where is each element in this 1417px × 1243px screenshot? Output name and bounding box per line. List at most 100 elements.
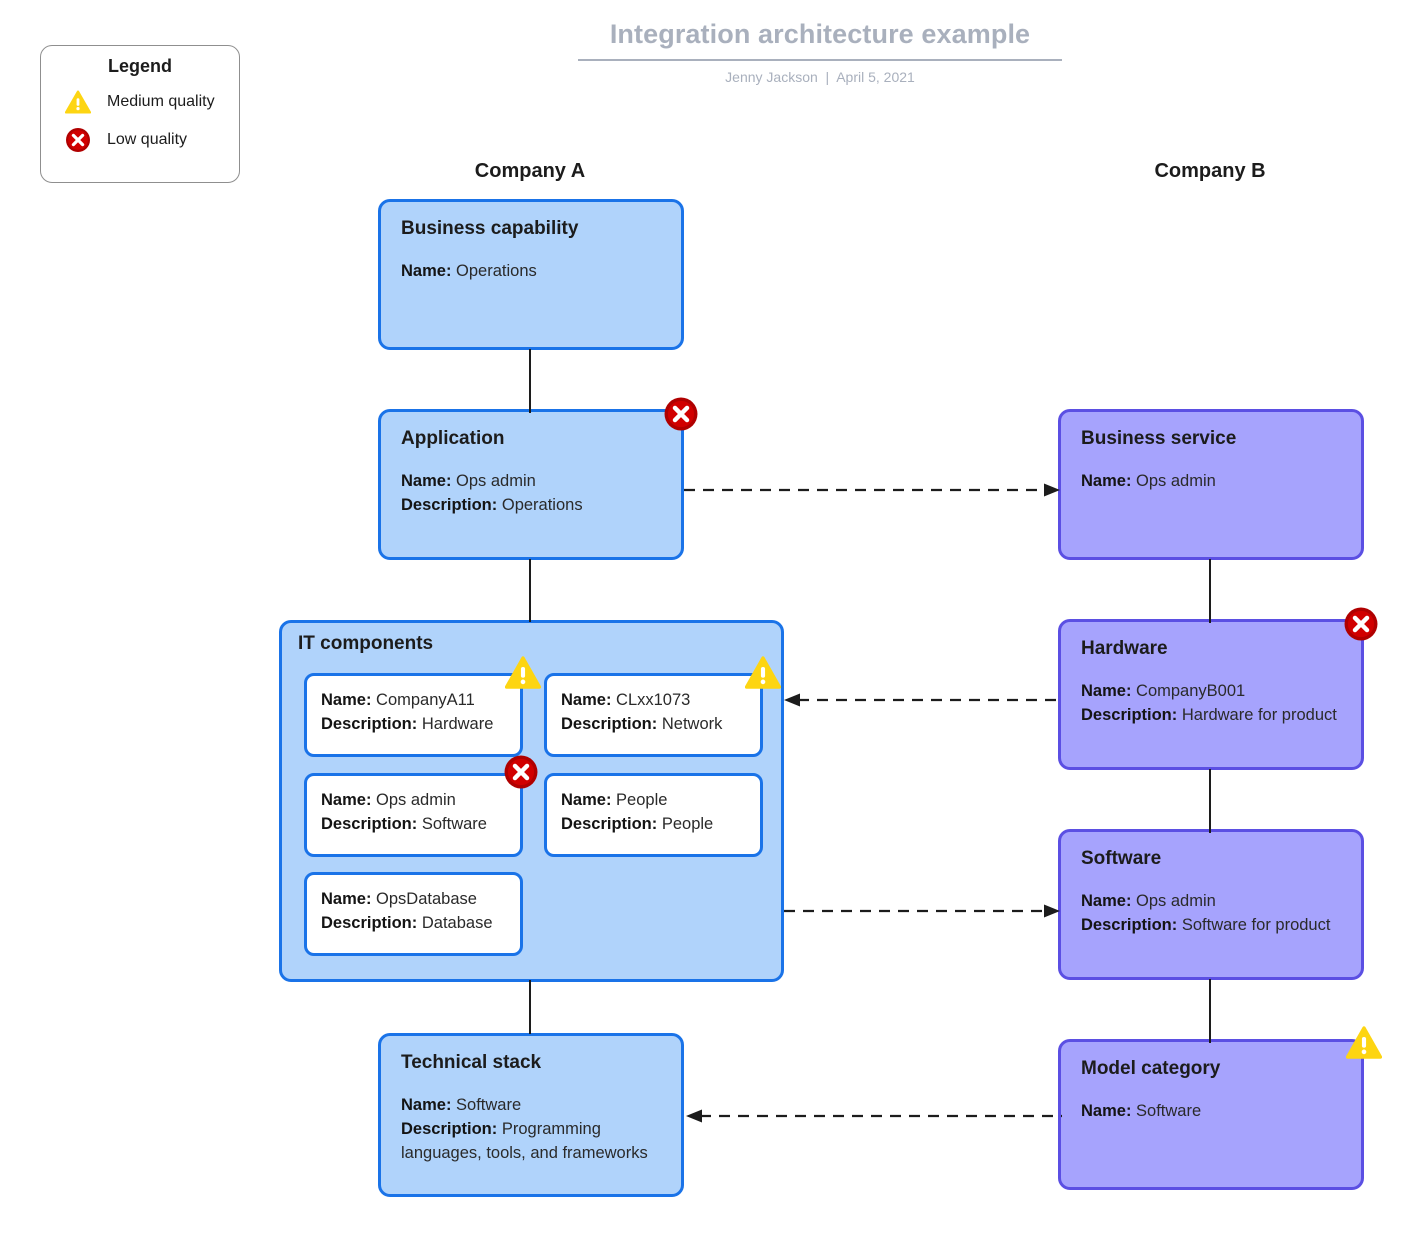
- field-value-description: Database: [421, 913, 493, 932]
- connector-itcomponents-to-techstack: [529, 980, 532, 1034]
- badge-low-quality-it-ops-admin[interactable]: [504, 755, 538, 789]
- it-component-item-opsdatabase[interactable]: Name: OpsDatabase Description: Database: [304, 872, 523, 956]
- it-component-item-companya11[interactable]: Name: CompanyA11 Description: Hardware: [304, 673, 523, 757]
- node-field-description: Description: People: [561, 813, 746, 837]
- field-label-name: Name:: [401, 471, 452, 490]
- field-value-name: CompanyA11: [376, 691, 475, 709]
- field-value-description: Programming languages, tools, and framew…: [401, 1119, 648, 1162]
- arrow-it-components-to-software: [784, 904, 1060, 918]
- connector-hardware-to-software: [1209, 769, 1212, 833]
- page-title: Integration architecture example: [578, 19, 1062, 61]
- node-model-category[interactable]: Model category Name: Software: [1058, 1039, 1364, 1190]
- field-value-name: Ops admin: [376, 791, 456, 809]
- badge-medium-quality-clxx1073[interactable]: [744, 656, 782, 689]
- node-title: Technical stack: [401, 1052, 542, 1073]
- field-value-name: People: [616, 791, 668, 809]
- field-label-description: Description:: [1081, 705, 1178, 724]
- arrow-model-category-to-technical-stack: [686, 1109, 1062, 1123]
- it-component-item-ops-admin[interactable]: Name: Ops admin Description: Software: [304, 773, 523, 857]
- node-field-description: Description: Software for product: [1081, 914, 1341, 938]
- field-label-description: Description:: [321, 814, 418, 833]
- field-label-description: Description:: [321, 913, 418, 932]
- node-it-components[interactable]: IT components Name: CompanyA11 Descripti…: [279, 620, 784, 982]
- column-header-company-a: Company A: [474, 160, 586, 182]
- field-value-name: OpsDatabase: [376, 890, 477, 908]
- node-field-description: Description: Software: [321, 813, 506, 837]
- field-label-name: Name:: [1081, 1101, 1132, 1120]
- field-label-description: Description:: [561, 714, 658, 733]
- field-label-description: Description:: [321, 714, 418, 733]
- document-header: Integration architecture example Jenny J…: [578, 19, 1062, 85]
- node-field-name: Name: Operations: [401, 260, 661, 284]
- connector-software-to-modelcategory: [1209, 979, 1212, 1043]
- field-value-name: CompanyB001: [1136, 681, 1246, 700]
- field-value-name: CLxx1073: [616, 691, 691, 709]
- connector-application-to-itcomponents: [529, 559, 532, 622]
- field-value-description: Software: [421, 814, 487, 833]
- field-label-name: Name:: [401, 261, 452, 280]
- node-field-description: Description: Database: [321, 912, 506, 936]
- node-title: Business capability: [401, 218, 579, 239]
- field-value-name: Ops admin: [1136, 471, 1216, 490]
- arrow-hardware-to-it-components: [784, 693, 1060, 707]
- badge-low-quality-hardware[interactable]: [1344, 607, 1378, 641]
- node-application[interactable]: Application Name: Ops admin Description:…: [378, 409, 684, 560]
- field-label-description: Description:: [1081, 915, 1178, 934]
- field-label-description: Description:: [401, 1119, 498, 1138]
- node-field-name: Name: Software: [401, 1094, 661, 1118]
- node-field-name: Name: Ops admin: [321, 789, 506, 813]
- page-subtitle: Jenny Jackson | April 5, 2021: [725, 68, 915, 85]
- node-title: Application: [401, 428, 505, 449]
- field-label-name: Name:: [401, 1095, 452, 1114]
- node-title: IT components: [298, 633, 434, 654]
- field-label-name: Name:: [321, 691, 372, 709]
- field-label-name: Name:: [321, 791, 372, 809]
- field-label-name: Name:: [321, 890, 372, 908]
- legend-item-label: Medium quality: [107, 93, 215, 110]
- column-header-company-b: Company B: [1154, 160, 1266, 182]
- badge-low-quality-application[interactable]: [664, 397, 698, 431]
- badge-medium-quality-model-category[interactable]: [1345, 1026, 1383, 1059]
- field-label-name: Name:: [1081, 891, 1132, 910]
- error-circle-x-icon: [61, 127, 95, 153]
- node-title: Model category: [1081, 1058, 1221, 1079]
- it-component-item-people[interactable]: Name: People Description: People: [544, 773, 763, 857]
- node-field-name: Name: Ops admin: [1081, 890, 1341, 914]
- legend-title: Legend: [107, 56, 172, 76]
- node-field-description: Description: Hardware: [321, 713, 506, 737]
- node-technical-stack[interactable]: Technical stack Name: Software Descripti…: [378, 1033, 684, 1197]
- node-field-name: Name: Software: [1081, 1100, 1341, 1124]
- node-business-service[interactable]: Business service Name: Ops admin: [1058, 409, 1364, 560]
- node-field-name: Name: CompanyB001: [1081, 680, 1341, 704]
- badge-medium-quality-companya11[interactable]: [504, 656, 542, 689]
- node-field-name: Name: CLxx1073: [561, 689, 746, 713]
- field-label-name: Name:: [561, 691, 612, 709]
- field-value-description: Software for product: [1181, 915, 1331, 934]
- node-field-name: Name: Ops admin: [1081, 470, 1341, 494]
- node-business-capability[interactable]: Business capability Name: Operations: [378, 199, 684, 350]
- node-field-name: Name: OpsDatabase: [321, 888, 506, 912]
- field-value-name: Ops admin: [456, 471, 536, 490]
- arrow-application-to-business-service: [684, 483, 1060, 497]
- connector-capability-to-application: [529, 349, 532, 413]
- warning-triangle-icon: [61, 90, 95, 114]
- node-field-description: Description: Network: [561, 713, 746, 737]
- field-value-description: People: [661, 814, 714, 833]
- node-field-name: Name: People: [561, 789, 746, 813]
- node-title: Software: [1081, 848, 1162, 869]
- legend-item-low-quality: Low quality: [41, 127, 239, 153]
- node-hardware[interactable]: Hardware Name: CompanyB001 Description: …: [1058, 619, 1364, 770]
- field-label-name: Name:: [1081, 681, 1132, 700]
- it-component-item-clxx1073[interactable]: Name: CLxx1073 Description: Network: [544, 673, 763, 757]
- field-value-description: Operations: [501, 495, 583, 514]
- field-value-name: Software: [1136, 1101, 1202, 1120]
- legend-item-medium-quality: Medium quality: [41, 90, 239, 114]
- legend-panel: Legend Medium quality Low quality: [40, 45, 240, 183]
- node-field-description: Description: Hardware for product: [1081, 704, 1341, 728]
- node-title: Business service: [1081, 428, 1237, 449]
- node-software[interactable]: Software Name: Ops admin Description: So…: [1058, 829, 1364, 980]
- field-label-name: Name:: [1081, 471, 1132, 490]
- node-field-description: Description: Programming languages, tool…: [401, 1118, 661, 1166]
- node-title: Hardware: [1081, 638, 1168, 659]
